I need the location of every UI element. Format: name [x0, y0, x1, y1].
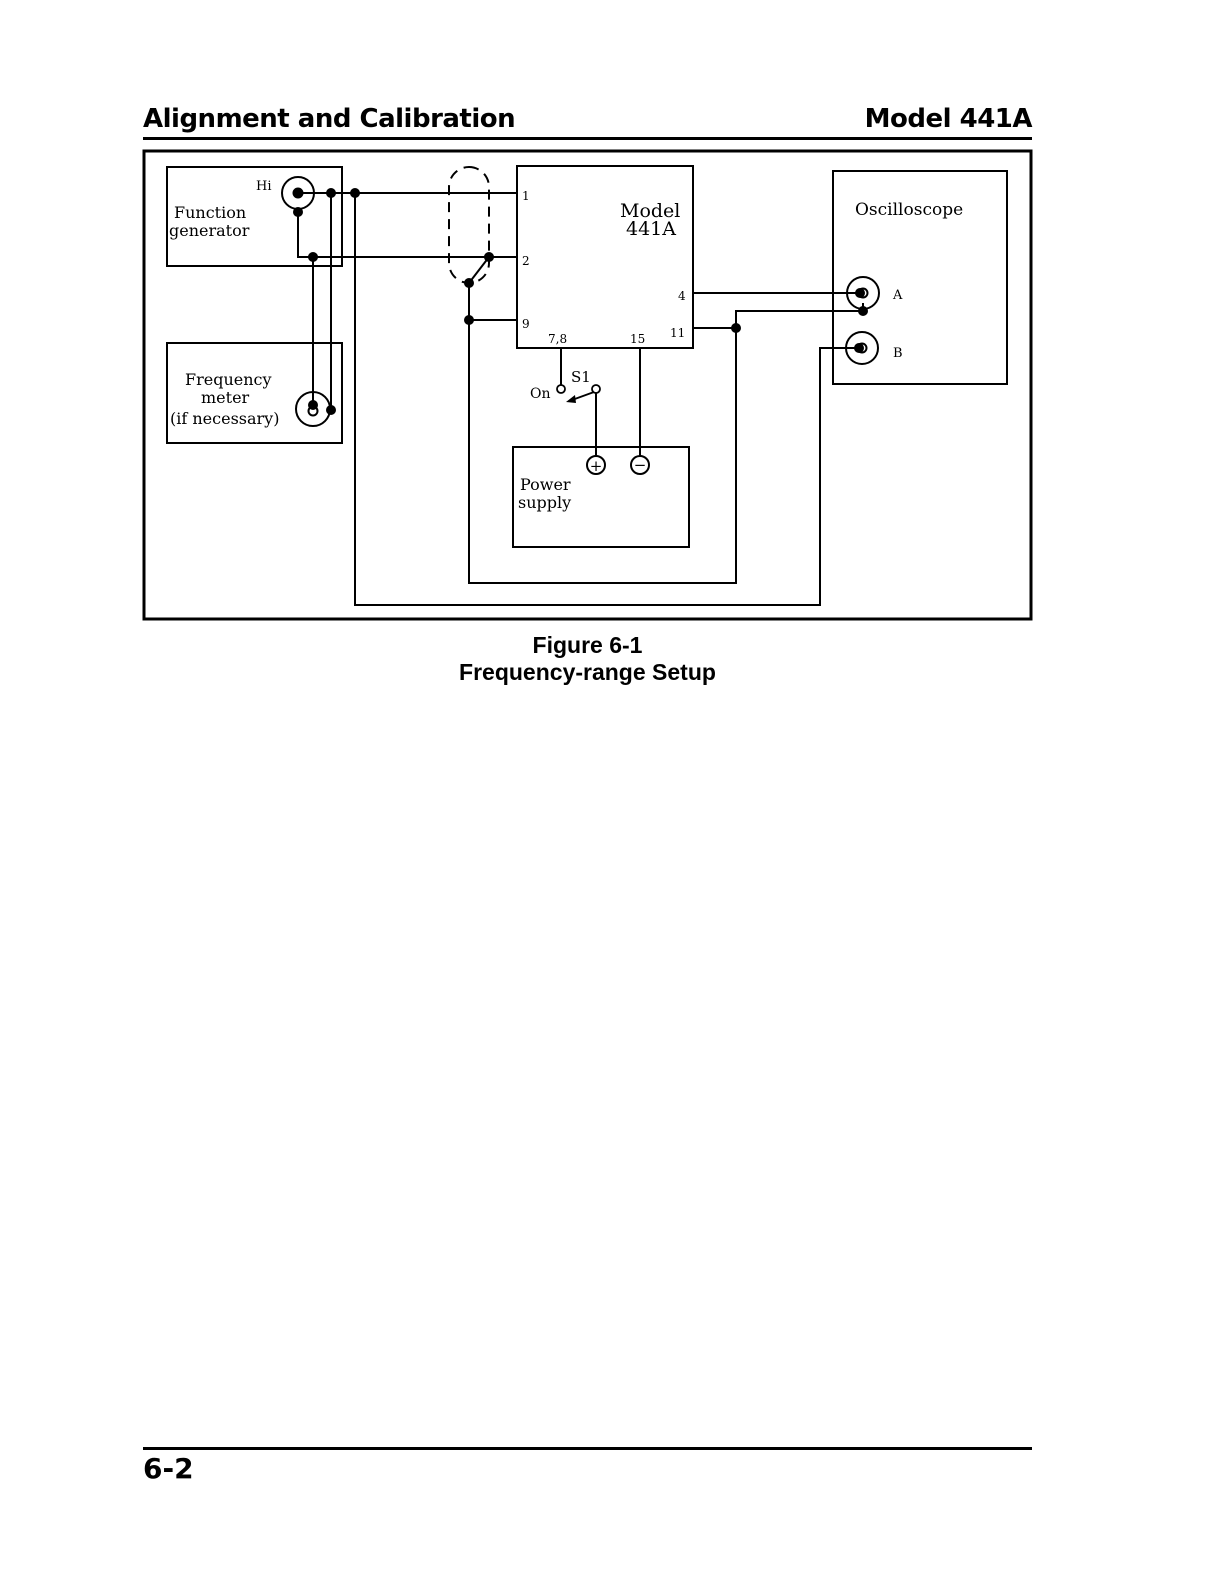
footer-rule [143, 1447, 1032, 1450]
model-441a-box: Model 441A 1 2 9 4 11 7,8 15 [517, 166, 693, 348]
frequency-meter-label-3: (if necessary) [170, 409, 279, 428]
channel-b-label: B [893, 346, 903, 361]
figure-number: Figure 6-1 [0, 632, 1175, 659]
figure-title: Frequency-range Setup [0, 659, 1175, 686]
minus-symbol: − [634, 456, 647, 474]
wiring [298, 193, 863, 605]
power-supply-label-1: Power [520, 475, 571, 494]
function-generator: Function generator Hi [167, 167, 342, 266]
switch-label: S1 [571, 368, 591, 386]
plus-symbol: + [590, 457, 603, 475]
model-label-2: 441A [626, 218, 676, 240]
function-generator-label-1: Function [174, 203, 246, 222]
power-supply: Power supply + − [513, 447, 689, 547]
frequency-meter-label-2: meter [201, 388, 250, 407]
pin-4-label: 4 [678, 289, 686, 303]
page-number: 6-2 [143, 1452, 194, 1485]
power-supply-label-2: supply [518, 493, 571, 512]
switch-s1: S1 On [530, 368, 600, 403]
function-generator-label-2: generator [169, 221, 250, 240]
frequency-meter: Frequency meter (if necessary) [167, 343, 342, 443]
on-label: On [530, 386, 551, 402]
pin-9-label: 9 [522, 317, 530, 331]
pin-1-label: 1 [522, 189, 530, 203]
hi-label: Hi [256, 179, 272, 194]
pin-78-label: 7,8 [548, 332, 567, 346]
channel-a-label: A [892, 288, 903, 303]
pin-15-label: 15 [630, 332, 645, 346]
pin-2-label: 2 [522, 254, 530, 268]
pin-11-label: 11 [670, 326, 685, 340]
frequency-meter-label-1: Frequency [185, 370, 272, 389]
oscilloscope-label: Oscilloscope [855, 200, 963, 220]
frequency-range-setup-diagram: Function generator Hi Frequency meter (i… [0, 0, 1225, 640]
